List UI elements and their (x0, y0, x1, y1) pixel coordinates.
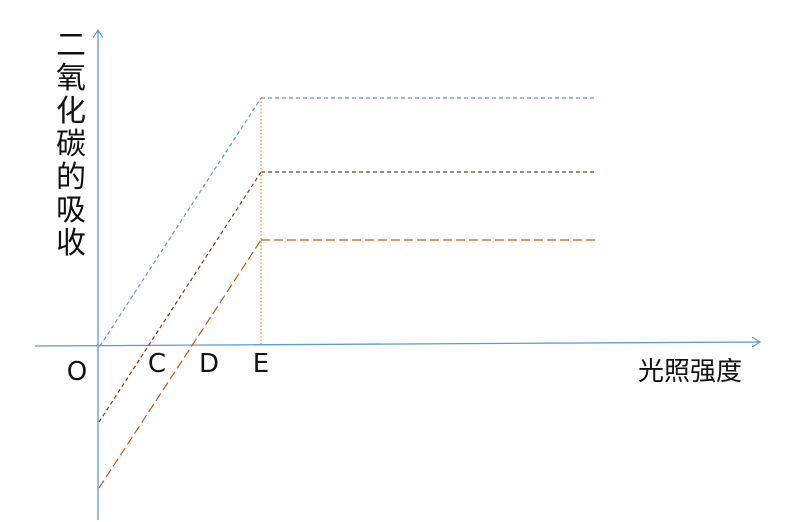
curve-mid-rising (98, 171, 262, 423)
point-label-e: E (253, 349, 269, 379)
ylabel-char: 碳 (56, 127, 86, 162)
ylabel-char: 氧 (56, 61, 86, 96)
ylabel-char: 化 (56, 94, 86, 129)
ylabel-char: 收 (56, 226, 86, 261)
x-axis-label: 光照强度 (638, 357, 742, 387)
origin-label: O (67, 357, 87, 387)
ylabel-char: 的 (56, 160, 86, 195)
point-label-d: D (199, 349, 219, 379)
curve-low-rising (98, 239, 262, 489)
point-label-c: C (148, 349, 166, 379)
ylabel-char: 吸 (56, 193, 86, 228)
y-axis-label: 二 氧 化 碳 的 吸 收 (56, 28, 86, 261)
curve-top-rising (99, 97, 262, 347)
ylabel-char: 二 (56, 28, 86, 63)
x-axis (34, 342, 760, 346)
